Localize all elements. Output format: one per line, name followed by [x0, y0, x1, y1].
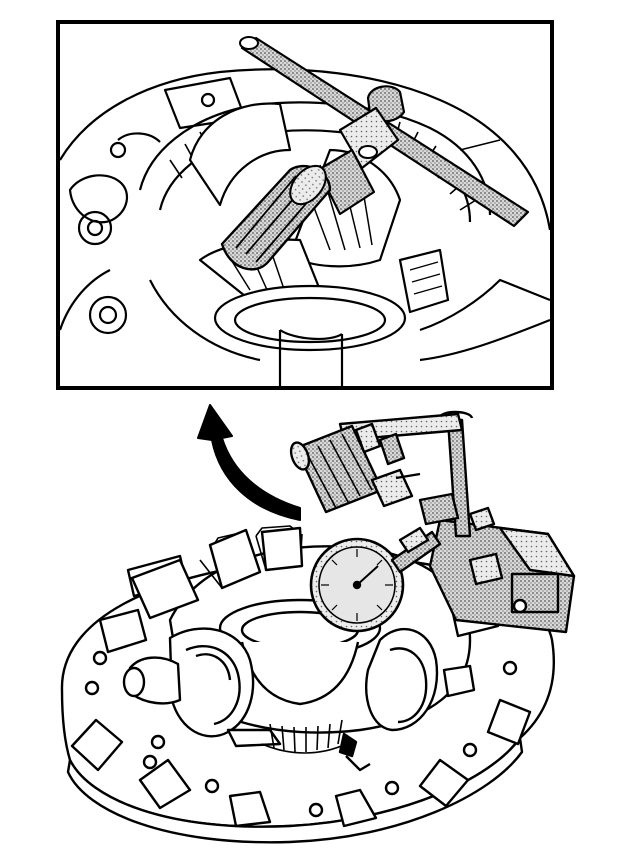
socket-tool [316, 85, 406, 216]
differential-housing [60, 525, 555, 844]
dial-indicator [289, 422, 442, 633]
holding-tool [220, 164, 332, 271]
detail-inset [56, 20, 554, 390]
callout-arrow [197, 404, 301, 521]
